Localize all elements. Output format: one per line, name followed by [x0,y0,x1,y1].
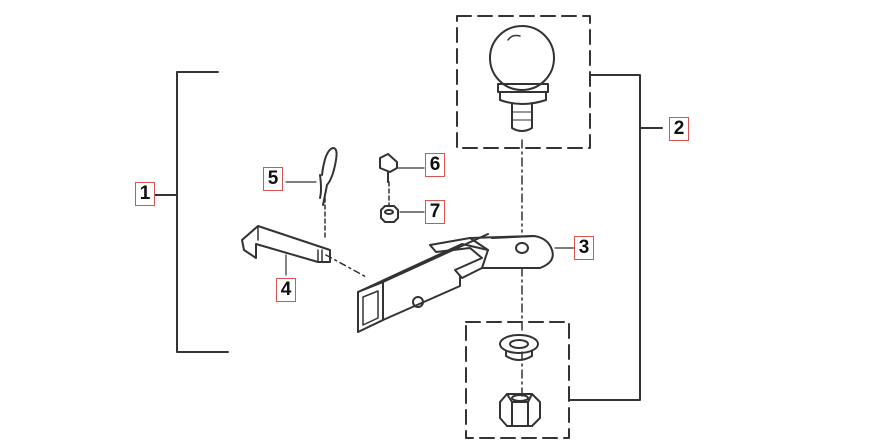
drawbar [357,233,554,333]
hitch-ball [489,25,555,132]
callout-7[interactable]: 7 [425,200,445,224]
callout-6[interactable]: 6 [425,153,445,177]
washer-nut-group-box [465,321,570,439]
hex-nut [499,393,541,427]
hair-pin-clip [319,147,338,206]
hitch-pin [241,225,331,263]
lock-washer [499,334,539,361]
small-nut [380,205,399,223]
callout-1[interactable]: 1 [135,182,155,206]
callout-4[interactable]: 4 [276,278,296,302]
assembly-2-bracket [568,74,663,401]
wing-screw [379,153,398,183]
assembly-1-bracket [154,71,229,353]
pin-centerline [325,254,369,279]
callout-3[interactable]: 3 [574,236,594,260]
callout-2[interactable]: 2 [669,117,689,141]
callout-5[interactable]: 5 [263,167,283,191]
hitch-ball-group-box [456,15,591,149]
